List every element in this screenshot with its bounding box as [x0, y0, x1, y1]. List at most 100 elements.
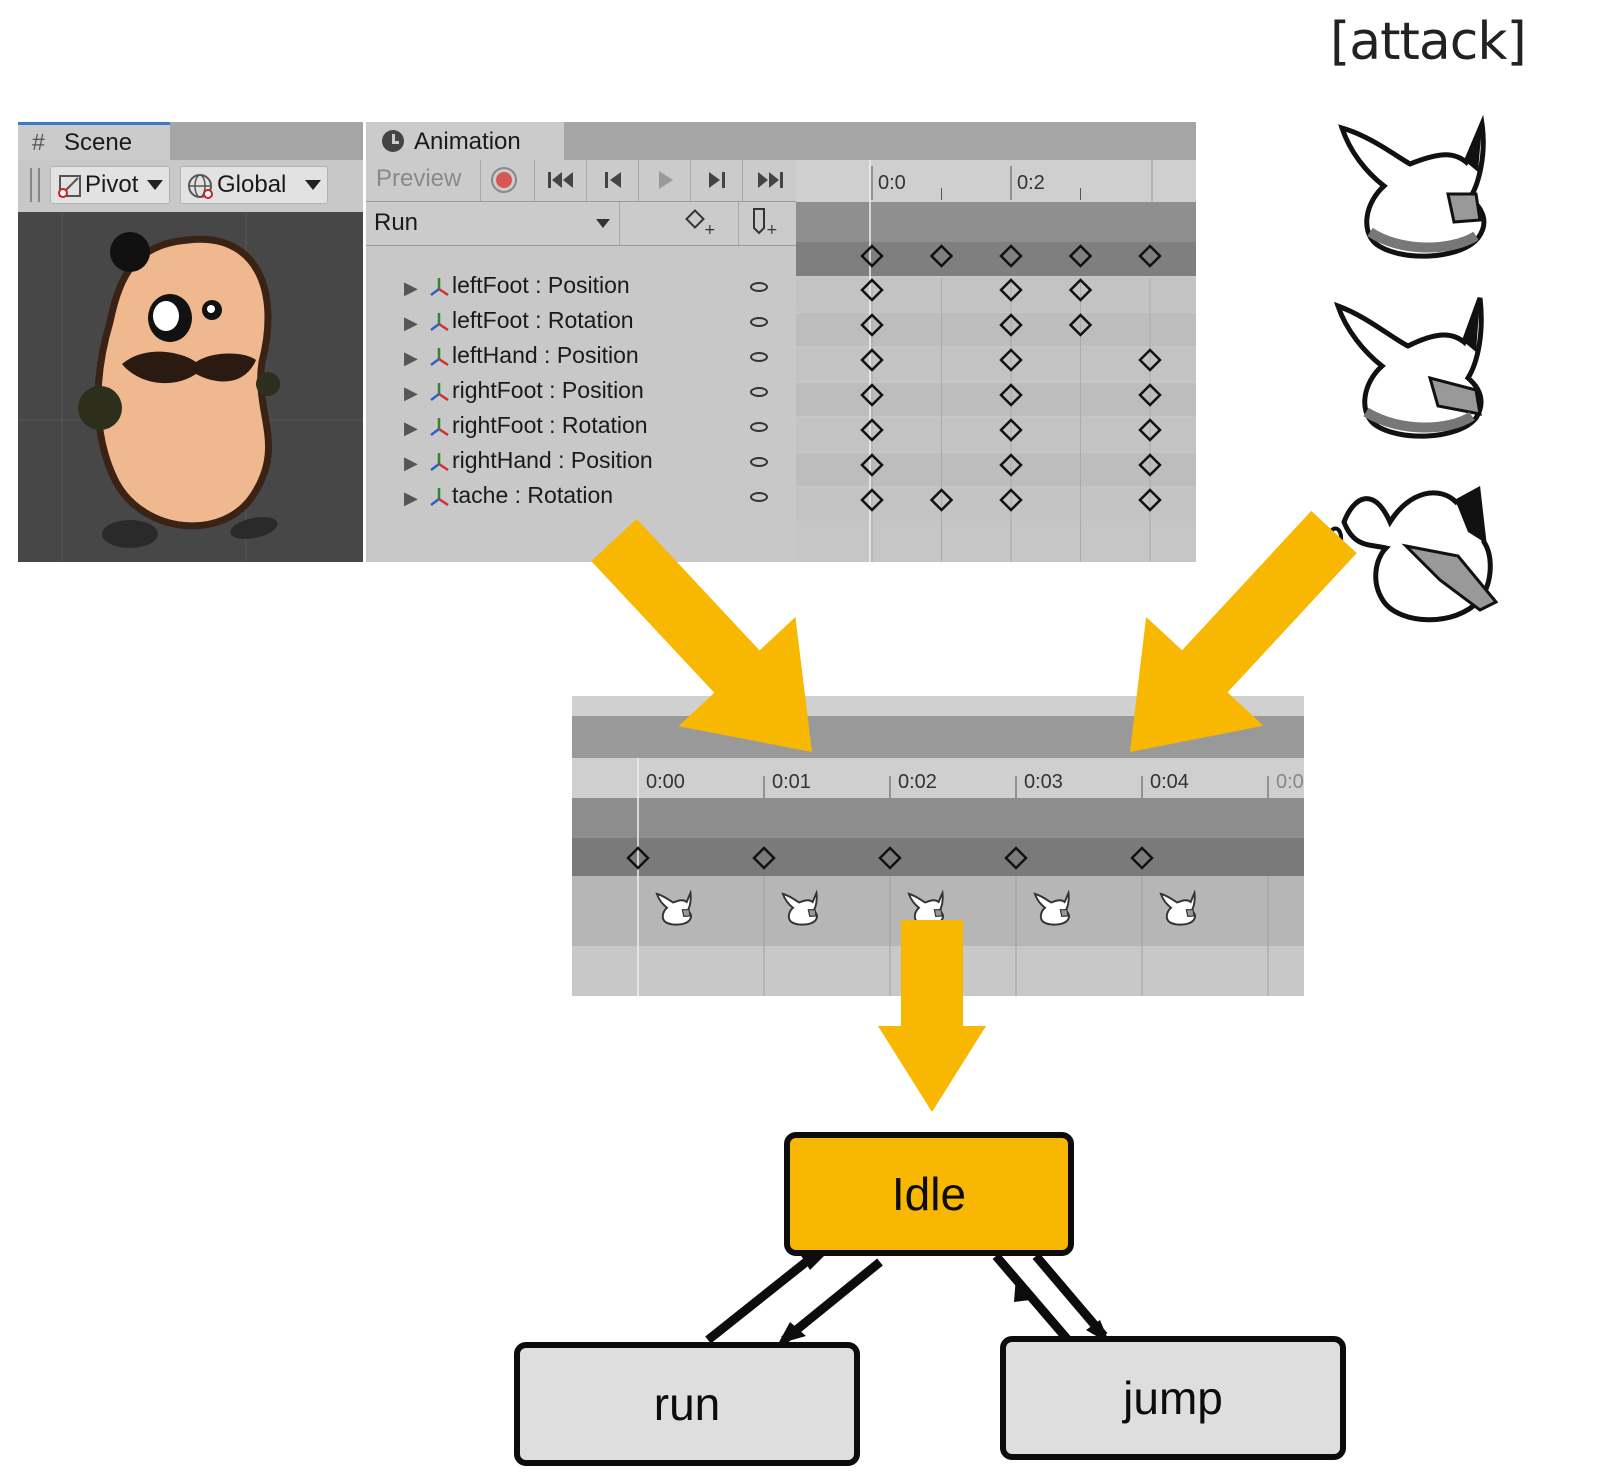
property-row-rightfoot-rotation[interactable]: ▶ rightFoot : Rotation — [366, 410, 796, 445]
property-options-icon[interactable] — [750, 422, 768, 432]
add-event-button[interactable]: + — [738, 202, 796, 245]
ruler-label: 0:04 — [1150, 771, 1189, 793]
state-label: run — [653, 1378, 721, 1430]
keyframe-diamond — [1138, 418, 1162, 442]
tab-animation[interactable]: Animation — [366, 122, 564, 160]
property-row-tache-rotation[interactable]: ▶ tache : Rotation — [366, 480, 796, 515]
track-row — [796, 383, 1196, 416]
tab-scene[interactable]: # Scene — [18, 122, 170, 160]
svg-text:+: + — [766, 222, 778, 238]
skip-to-end-icon — [757, 172, 783, 188]
expand-arrow-icon: ▶ — [404, 418, 418, 438]
toolbar-drag-handle[interactable] — [30, 168, 40, 202]
chevron-down-icon — [147, 180, 163, 190]
ruler-label: 0:2 — [1017, 172, 1045, 194]
add-keyframe-button[interactable]: + — [684, 208, 716, 243]
transform-icon — [430, 418, 449, 437]
property-row-righthand-position[interactable]: ▶ rightHand : Position — [366, 445, 796, 480]
preview-toggle[interactable]: Preview — [376, 165, 462, 192]
state-node-run[interactable]: run — [514, 1342, 860, 1466]
property-label: leftFoot : Rotation — [452, 307, 634, 333]
time-ruler — [572, 758, 1304, 798]
pivot-label: Pivot — [85, 171, 139, 198]
keyframe-diamond — [626, 846, 650, 870]
keyframe-diamond — [999, 418, 1023, 442]
property-row-rightfoot-position[interactable]: ▶ rightFoot : Position — [366, 375, 796, 410]
property-row-lefthand-position[interactable]: ▶ leftHand : Position — [366, 340, 796, 375]
time-ruler — [796, 160, 1196, 202]
property-row-leftfoot-position[interactable]: ▶ leftFoot : Position — [366, 270, 796, 305]
playback-controls: Preview — [366, 160, 796, 202]
timeline-header-strip — [572, 696, 1304, 716]
timeline-top-bar — [572, 716, 1304, 758]
keyframe-diamond — [999, 488, 1023, 512]
track-row — [796, 348, 1196, 381]
property-label: leftFoot : Position — [452, 272, 630, 298]
scene-viewport[interactable] — [18, 212, 363, 562]
scene-toolbar: Pivot Global — [18, 160, 363, 212]
keyframe-diamond — [1138, 244, 1162, 268]
arrowhead-icon — [1014, 1276, 1030, 1302]
keyframe-diamond — [999, 383, 1023, 407]
summary-bar — [796, 202, 1196, 242]
previous-keyframe-button[interactable] — [586, 160, 638, 201]
property-label: rightFoot : Rotation — [452, 412, 648, 438]
transition-idle-jump — [992, 1253, 1108, 1343]
property-label: tache : Rotation — [452, 482, 614, 508]
property-label: rightHand : Position — [452, 447, 653, 473]
expand-arrow-icon: ▶ — [404, 278, 418, 298]
keyframe-diamond — [860, 488, 884, 512]
global-dropdown[interactable]: Global — [180, 166, 328, 204]
expand-arrow-icon: ▶ — [404, 348, 418, 368]
last-keyframe-button[interactable] — [742, 160, 796, 201]
chevron-down-icon — [305, 180, 321, 190]
state-node-jump[interactable]: jump — [1000, 1336, 1346, 1460]
keyframe-diamond — [1138, 348, 1162, 372]
keyframe-diamond — [1138, 488, 1162, 512]
keyframe-diamond — [1068, 278, 1093, 302]
track-row — [796, 488, 1196, 521]
track-row — [796, 418, 1196, 451]
keyframe-diamond — [860, 453, 884, 477]
empty-track-row — [572, 946, 1304, 996]
property-options-icon[interactable] — [750, 352, 768, 362]
next-keyframe-button[interactable] — [690, 160, 742, 201]
scene-panel: # Scene Pivot Global — [18, 122, 363, 562]
sprite-thumbnail — [781, 889, 818, 926]
keyframe-diamond — [1130, 846, 1154, 870]
sprite-thumbnail — [1159, 889, 1196, 926]
keyframe-diamond — [1138, 383, 1162, 407]
property-options-icon[interactable] — [750, 317, 768, 327]
property-options-icon[interactable] — [750, 492, 768, 502]
attack-sprite-frames — [1330, 114, 1499, 623]
record-button[interactable] — [480, 160, 526, 201]
summary-key-row — [796, 242, 1196, 276]
step-back-icon — [604, 172, 621, 188]
property-options-icon[interactable] — [750, 387, 768, 397]
play-icon — [658, 171, 673, 189]
state-node-idle[interactable]: Idle — [784, 1132, 1074, 1256]
first-keyframe-button[interactable] — [534, 160, 586, 201]
play-button[interactable] — [638, 160, 690, 201]
clip-name: Run — [374, 209, 419, 236]
property-row-leftfoot-rotation[interactable]: ▶ leftFoot : Rotation — [366, 305, 796, 340]
keyframe-diamond — [999, 453, 1023, 477]
expand-arrow-icon: ▶ — [404, 453, 418, 473]
property-options-icon[interactable] — [750, 457, 768, 467]
pivot-dropdown[interactable]: Pivot — [50, 166, 170, 204]
keyframe-diamond — [878, 846, 902, 870]
add-event-icon: + — [753, 208, 778, 238]
keyframe-diamond — [860, 348, 884, 372]
global-label: Global — [217, 171, 287, 198]
transform-icon — [430, 348, 449, 367]
animation-tab-bar: Animation — [366, 122, 1196, 160]
clip-selector-row: Run + + — [366, 202, 796, 246]
property-options-icon[interactable] — [750, 282, 768, 292]
transform-icon — [430, 488, 449, 507]
clip-dropdown[interactable]: Run — [366, 202, 620, 245]
scene-tab-bar: # Scene — [18, 122, 363, 160]
